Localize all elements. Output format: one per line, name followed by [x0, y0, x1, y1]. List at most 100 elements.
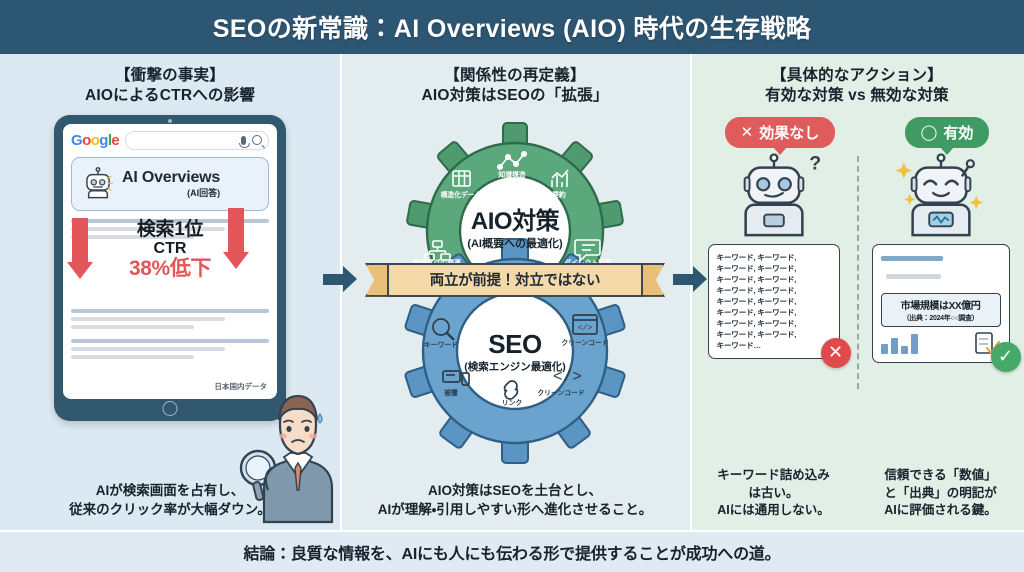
ai-overviews-subtitle: (AI回答): [187, 187, 221, 198]
badge-ineffective-label: 効果なし: [759, 124, 820, 142]
doc-line: [885, 273, 941, 279]
circle-icon: ◯: [920, 124, 938, 142]
seo-core-title: SEO: [488, 329, 542, 359]
bar-chart-icon: [551, 169, 569, 187]
panel-divider: [690, 54, 692, 530]
seo-label-1: クリーンコード: [561, 338, 608, 347]
doc-line: [880, 255, 943, 261]
panel1-caption: AIが検索画面を占有し、 従来のクリック率が大幅ダウン。: [63, 482, 277, 520]
page-title: SEOの新常識：AI Overviews (AIO) 時代の生存戦略: [212, 15, 812, 43]
panel-divider: [340, 54, 342, 530]
result-line: [71, 338, 269, 343]
comparison-body: ?: [690, 148, 1024, 467]
gear-diagram: </> </>: [365, 113, 665, 464]
keyword-line: キーワード…: [716, 340, 762, 350]
mini-bar-chart-icon: [880, 332, 1001, 355]
keyword-line: キーワード, キーワード,: [716, 318, 797, 328]
panel1-heading-line1: 【衝撃の事実】: [115, 67, 225, 84]
search-icon[interactable]: [252, 135, 262, 146]
keyword-line: キーワード, キーワード,: [716, 274, 797, 284]
microphone-icon[interactable]: [239, 135, 250, 148]
result-line: [71, 346, 226, 351]
sitemap-icon: [424, 240, 451, 261]
aio-label-2: 要約: [552, 190, 566, 199]
aio-label-4: ダイレクト回答: [564, 258, 612, 267]
aio-label-1: 知識構造: [497, 170, 525, 179]
panel3-captions: キーワード詰め込み は古い。 AIには通用しない。 信頼できる「数値」 と「出典…: [690, 467, 1024, 520]
result-line: [71, 234, 194, 239]
result-line: [71, 324, 194, 329]
worried-person-illustration: [238, 372, 346, 524]
effective-side: 市場規模はXX億円 （出典：2024年○○調査）: [857, 148, 1024, 467]
badge-effective: ◯ 有効: [904, 116, 990, 148]
keyword-line: キーワード, キーワード,: [716, 296, 797, 306]
keyword-line: キーワード, キーワード,: [716, 329, 797, 339]
banner-text: 両立が前提！対立ではない: [429, 273, 601, 290]
table-icon: [452, 170, 471, 187]
seo-gear-icons: </> </>: [432, 314, 598, 400]
result-line: [71, 354, 194, 359]
chain-link-icon: [503, 380, 519, 400]
market-stat-box: 市場規模はXX億円 （出典：2024年○○調査）: [880, 292, 1001, 327]
keyword-line: キーワード, キーワード,: [716, 263, 797, 273]
tablet-screen: Google: [63, 123, 277, 399]
browser-code-icon: </>: [572, 314, 598, 335]
panel-actions: 【具体的なアクション】 有効な対策 vs 無効な対策 ✕ 効果なし ◯ 有効: [690, 54, 1024, 530]
down-arrow-icon: [67, 217, 93, 279]
x-stamp-icon: ✕: [820, 337, 851, 368]
keyword-line: キーワード, キーワード,: [716, 307, 797, 317]
badge-ineffective: ✕ 効果なし: [724, 116, 836, 148]
footer-conclusion: 結論：良質な情報を、AIにも人にも伝わる形で提供することが成功への道。: [243, 546, 781, 563]
trusted-data-document: 市場規模はXX億円 （出典：2024年○○調査）: [871, 243, 1021, 372]
panels-container: 【衝撃の事実】 AIOによるCTRへの影響 Google: [0, 54, 1024, 530]
keyword-line: キーワード, キーワード,: [716, 252, 797, 262]
ai-overviews-label: AI Overviews (AI回答): [122, 168, 221, 198]
cross-icon: ✕: [740, 124, 754, 142]
panel3-caption-bad-line3: AIには通用しない。: [717, 503, 830, 518]
panel2-caption-line1: AIO対策はSEOを土台とし、: [427, 483, 602, 499]
panel1-heading: 【衝撃の事実】 AIOによるCTRへの影響: [85, 66, 255, 107]
panel2-heading-line2: AIO対策はSEOの「拡張」: [421, 87, 609, 105]
tablet-mockup: Google: [54, 114, 286, 421]
panel3-caption-good-line2: と「出典」の明記が: [884, 485, 997, 500]
footer-bar: 結論：良質な情報を、AIにも人にも伝わる形で提供することが成功への道。: [0, 530, 1024, 572]
seo-gear-shape: [404, 237, 626, 464]
market-stat-source: （出典：2024年○○調査）: [902, 314, 979, 322]
aio-core-subtitle: (AI概要への最適化): [467, 236, 563, 250]
panel3-caption-bad: キーワード詰め込み は古い。 AIには通用しない。: [690, 467, 857, 520]
keyword-line: キーワード, キーワード,: [716, 285, 797, 295]
panel2-heading-line1: 【関係性の再定義】: [444, 67, 586, 84]
confused-robot-illustration: ?: [727, 150, 821, 240]
ai-overviews-card: AI Overviews (AI回答): [71, 156, 269, 211]
down-arrow-icon: [223, 207, 249, 269]
keyword-stuffing-document: キーワード, キーワード,キーワード, キーワード,キーワード, キーワード,キ…: [707, 243, 851, 368]
panel3-caption-bad-line2: は古い。: [748, 485, 799, 500]
code-tag-icon: </>: [553, 368, 582, 386]
aio-label-3: 情報タグの関連: [412, 258, 461, 267]
search-result-lines: [71, 218, 269, 359]
panel2-heading: 【関係性の再定義】 AIO対策はSEOの「拡張」: [421, 66, 608, 107]
aio-core-title: AIO対策: [471, 207, 561, 235]
result-line: [71, 226, 226, 231]
panel-relationship: 【関係性の再定義】 AIO対策はSEOの「拡張」: [340, 54, 707, 530]
panel3-heading: 【具体的なアクション】 有効な対策 vs 無効な対策: [765, 66, 949, 107]
seo-label-0: キーワード: [424, 341, 458, 349]
happy-robot-illustration: [894, 150, 988, 240]
badge-effective-label: 有効: [943, 124, 974, 142]
svg-text:?: ?: [809, 152, 821, 174]
banner-both-required: 両立が前提！対立ではない: [387, 262, 643, 297]
seo-core-subtitle: (検索エンジン最適化): [464, 360, 566, 373]
data-source-note: 日本国内データ: [214, 381, 268, 391]
flow-arrow-2-to-3: [673, 266, 707, 292]
check-stamp-icon: ✓: [990, 341, 1021, 372]
speech-bubble-icon: [574, 239, 601, 263]
result-line: [71, 308, 269, 313]
comparison-badges: ✕ 効果なし ◯ 有効: [690, 116, 1024, 148]
panel2-caption: AIO対策はSEOを土台とし、 AIが理解・引用しやすい形へ進化させること。: [372, 482, 658, 520]
seo-label-3: リンク: [502, 398, 523, 407]
result-line: [71, 316, 226, 321]
search-input[interactable]: [125, 130, 269, 150]
panel3-heading-line1: 【具体的なアクション】: [771, 67, 943, 84]
ai-overviews-title: AI Overviews: [122, 168, 221, 186]
